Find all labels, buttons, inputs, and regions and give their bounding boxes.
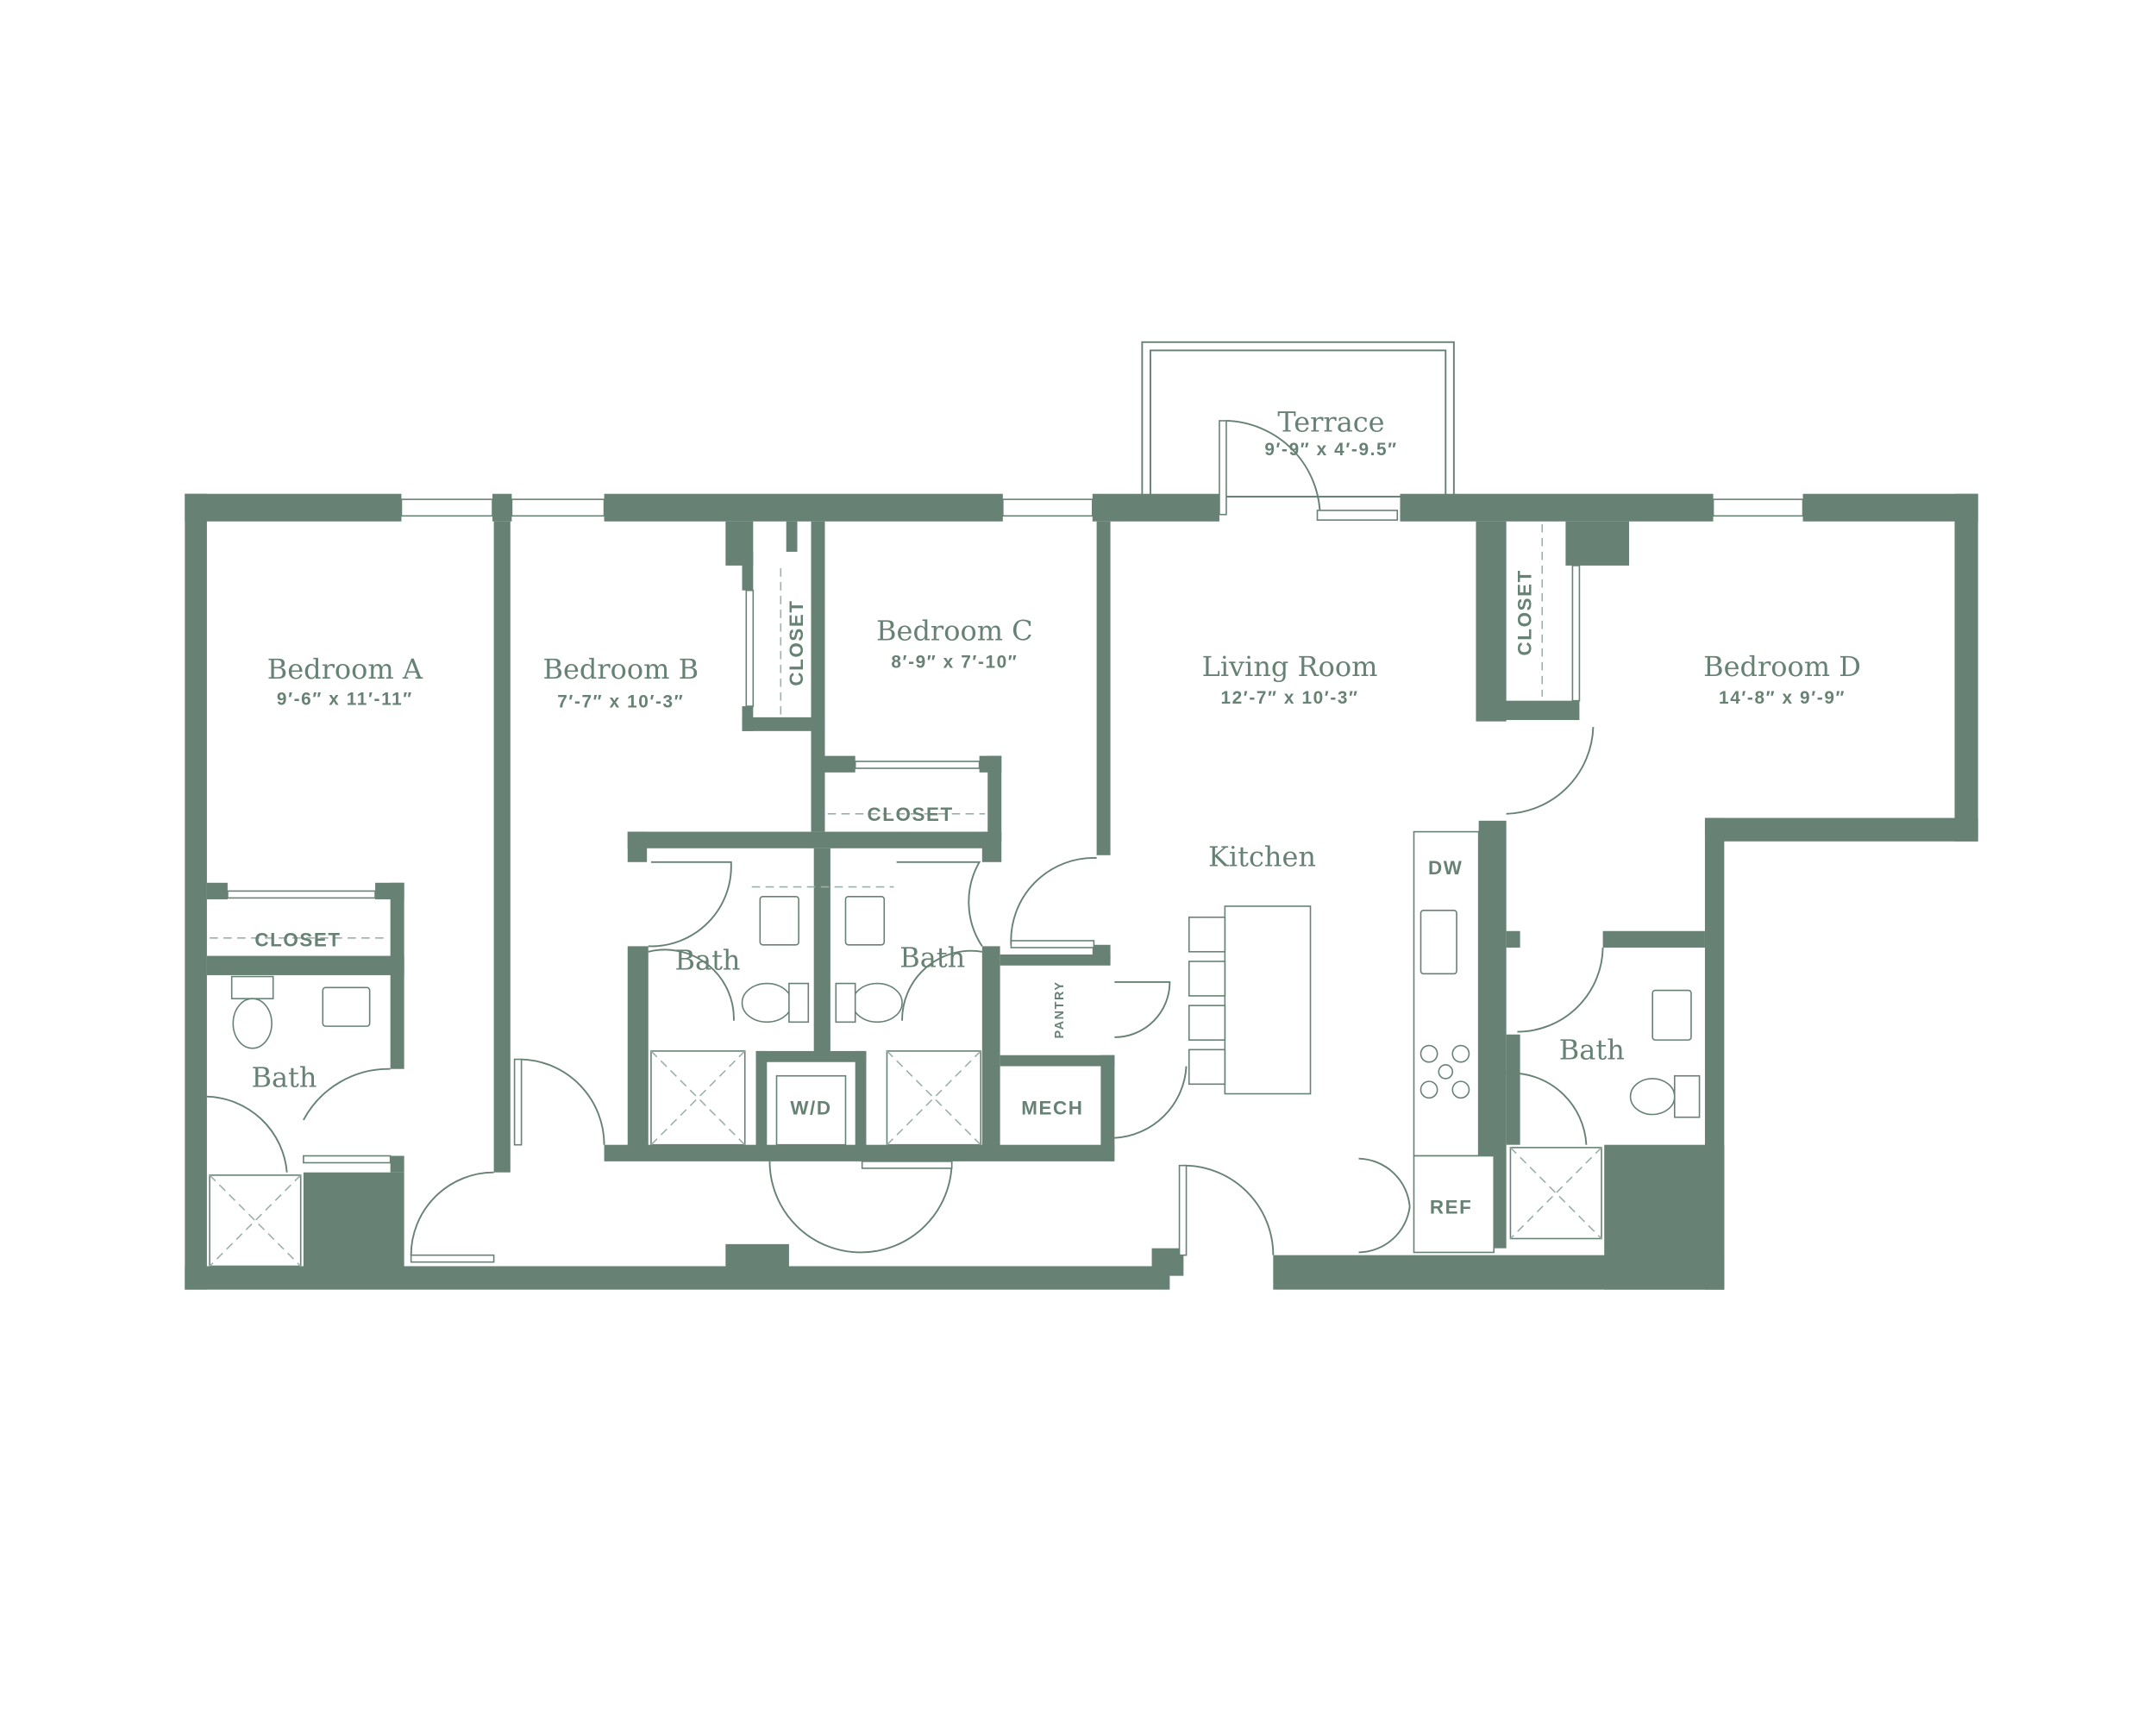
pantry-label: PANTRY <box>1053 980 1067 1038</box>
living-room-label: Living Room <box>1202 650 1378 683</box>
bedroom-d-dims: 14′-8″ x 9′-9″ <box>1719 688 1846 708</box>
closet-b-label: CLOSET <box>786 599 807 685</box>
fixtures <box>209 830 1701 1268</box>
dw-label: DW <box>1428 857 1463 879</box>
bath-b-label: Bath <box>675 944 741 977</box>
windows <box>400 498 1804 517</box>
bedroom-b-label: Bedroom B <box>542 653 699 685</box>
terrace <box>1141 341 1455 521</box>
doors <box>206 727 1604 1263</box>
bedroom-a-dims: 9′-6″ x 11′-11″ <box>277 689 413 709</box>
closets <box>210 523 1581 939</box>
bedroom-c-label: Bedroom C <box>876 614 1033 647</box>
terrace-label: Terrace <box>1277 406 1384 439</box>
closet-d-label: CLOSET <box>1514 569 1535 655</box>
living-room-dims: 12′-7″ x 10′-3″ <box>1220 688 1358 708</box>
bedroom-c-dims: 8′-9″ x 7′-10″ <box>891 652 1018 672</box>
outer-walls <box>185 493 1978 1290</box>
ref-label: REF <box>1430 1197 1473 1218</box>
bedroom-a-label: Bedroom A <box>267 653 423 685</box>
closet-a-label: CLOSET <box>254 929 341 950</box>
interior-walls <box>206 521 1705 1249</box>
bath-c-label: Bath <box>899 941 965 973</box>
bath-d-label: Bath <box>1559 1034 1625 1067</box>
bath-a-label: Bath <box>251 1061 317 1094</box>
bedroom-d-label: Bedroom D <box>1703 650 1861 683</box>
terrace-dims: 9′-9″ x 4′-9.5″ <box>1264 440 1397 460</box>
closet-c-label: CLOSET <box>867 804 953 825</box>
bedroom-b-dims: 7′-7″ x 10′-3″ <box>557 692 684 712</box>
mech-label: MECH <box>1021 1098 1083 1119</box>
kitchen-label: Kitchen <box>1208 841 1316 873</box>
wd-label: W/D <box>790 1098 831 1119</box>
kitchen-island <box>1224 905 1312 1095</box>
